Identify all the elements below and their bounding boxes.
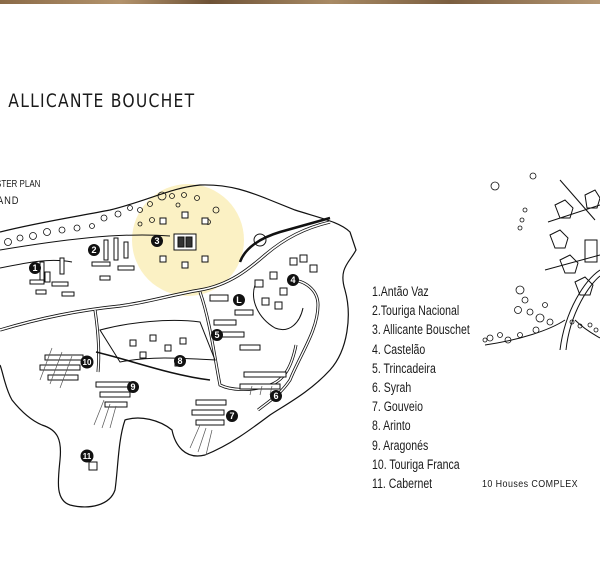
trees [4, 172, 599, 344]
svg-text:5: 5 [214, 330, 219, 340]
page-title: S ALLICANTE BOUCHET [0, 90, 196, 112]
svg-text:8: 8 [177, 356, 182, 366]
legend-item: 4. Castelão [372, 341, 426, 357]
marker-3[interactable]: 3 [151, 235, 163, 247]
legend-item: 9. Aragonés [372, 437, 429, 453]
varietal-legend: 1.Antão Vaz 2.Touriga Nacional 3. Allica… [372, 282, 497, 493]
legend-item: 6. Syrah [372, 380, 412, 396]
legend-item: 10. Touriga Franca [372, 456, 460, 472]
svg-text:2: 2 [91, 245, 96, 255]
marker-6[interactable]: 6 [270, 390, 282, 402]
svg-text:9: 9 [130, 382, 135, 392]
site-boundary [0, 184, 357, 508]
svg-text:L: L [236, 295, 242, 305]
legend-heading: AND [0, 195, 20, 207]
legend-item: 7. Gouveio [372, 399, 423, 415]
marker-8[interactable]: 8 [174, 355, 186, 367]
svg-text:1: 1 [32, 263, 37, 273]
marker-5[interactable]: 5 [211, 329, 223, 341]
legend-item: 5. Trincadeira [372, 360, 436, 376]
map-markers: 1 2 3 4 5 6 7 8 9 10 11 L [29, 235, 299, 463]
marker-9[interactable]: 9 [127, 381, 139, 393]
legend-item: 1.Antão Vaz [372, 284, 429, 299]
legend-item: 3. Allicante Bouschet [372, 322, 470, 338]
svg-text:7: 7 [229, 411, 234, 421]
legend-item: 11. Cabernet [372, 476, 433, 492]
marker-2[interactable]: 2 [88, 244, 100, 256]
marker-7[interactable]: 7 [226, 410, 238, 422]
svg-text:6: 6 [273, 391, 278, 401]
svg-text:11: 11 [83, 452, 92, 461]
marker-11[interactable]: 11 [80, 449, 94, 463]
master-plan-label: STER PLAN [0, 179, 41, 190]
svg-text:4: 4 [290, 275, 295, 285]
marker-10[interactable]: 10 [80, 355, 94, 369]
complex-caption: 10 Houses COMPLEX [482, 478, 579, 490]
house-clusters [29, 189, 600, 471]
marker-1[interactable]: 1 [29, 262, 41, 274]
marker-l[interactable]: L [233, 294, 245, 306]
top-image-strip [0, 0, 600, 4]
svg-text:10: 10 [83, 358, 92, 367]
svg-text:3: 3 [154, 236, 159, 246]
legend-item: 8. Arinto [372, 418, 411, 434]
legend-item: 2.Touriga Nacional [372, 303, 460, 319]
marker-4[interactable]: 4 [287, 274, 299, 286]
